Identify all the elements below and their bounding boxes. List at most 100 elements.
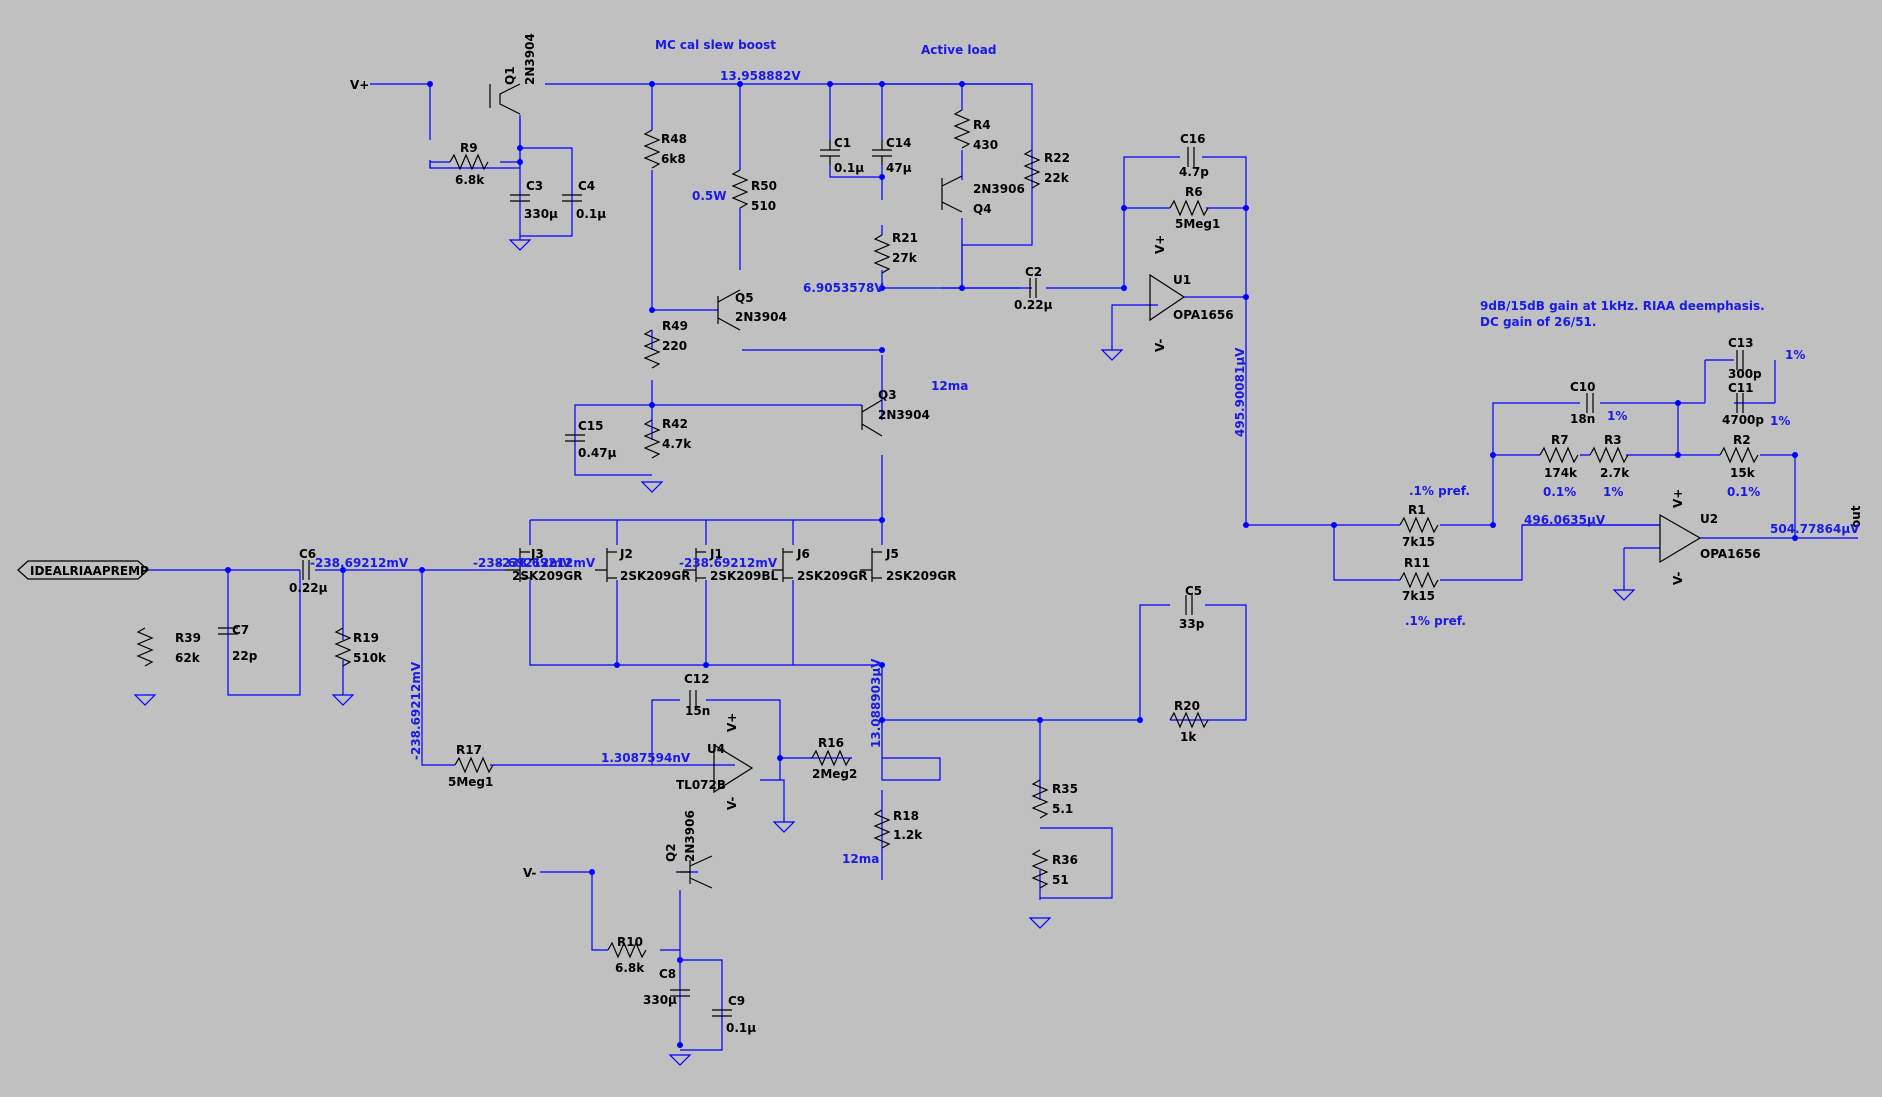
c3-ref: C3	[526, 179, 543, 193]
u1-vplus-label: V+	[1153, 235, 1167, 254]
c9-value: 0.1µ	[726, 1021, 756, 1035]
note-pct-r3: 1%	[1603, 485, 1623, 499]
r1-ref: R1	[1408, 503, 1426, 517]
c16-ref: C16	[1180, 132, 1206, 146]
r6-value: 5Meg1	[1175, 217, 1220, 231]
q5-ref: Q5	[735, 291, 754, 305]
transistor-q5	[717, 289, 741, 331]
r39-value: 62k	[175, 651, 201, 665]
r16-value: 2Meg2	[812, 767, 857, 781]
note-q2-current: 12ma	[842, 852, 879, 866]
jfet-j1	[683, 548, 706, 582]
r36-value: 51	[1052, 873, 1069, 887]
u4-ref: U4	[707, 742, 725, 756]
r19-ref: R19	[353, 631, 379, 645]
r18-ref: R18	[893, 809, 919, 823]
component-labels: Q1 2N3904 Q2 2N3906 Q3 2N3904 2N3906 Q4 …	[175, 33, 1764, 1035]
r10-value: 6.8k	[615, 961, 645, 975]
capacitor-c6	[302, 560, 310, 580]
c13-value: 300p	[1728, 367, 1762, 381]
resistor-r9	[449, 153, 489, 171]
transistors	[489, 83, 963, 889]
ground-icon	[1100, 349, 1124, 361]
u1-value: OPA1656	[1173, 308, 1234, 322]
resistor-r6	[1169, 199, 1209, 217]
voltage-u2-in: 496.0635µV	[1524, 513, 1606, 527]
r35-value: 5.1	[1052, 802, 1073, 816]
output-port-label: out	[1849, 505, 1863, 528]
r7-value: 174k	[1544, 466, 1578, 480]
c12-ref: C12	[684, 672, 710, 686]
voltage-u1-out: 495.90081µV	[1233, 347, 1247, 437]
r18-value: 1.2k	[893, 828, 923, 842]
capacitor-c5	[1185, 595, 1193, 615]
r4-ref: R4	[973, 118, 991, 132]
r4-value: 430	[973, 138, 998, 152]
resistor-r20	[1169, 711, 1209, 729]
c15-value: 0.47µ	[578, 446, 617, 460]
resistor-r3	[1589, 446, 1629, 464]
jfet-j5	[860, 548, 882, 582]
q1-ref: Q1	[503, 66, 517, 85]
c15-ref: C15	[578, 419, 604, 433]
note-pct-c13: 1%	[1785, 348, 1805, 362]
jfet-j6	[772, 548, 793, 582]
ground-symbols	[133, 239, 1636, 1066]
c7-ref: C7	[232, 623, 249, 637]
c11-value: 4700p	[1722, 413, 1764, 427]
note-r50-power: 0.5W	[692, 189, 727, 203]
capacitor-c1	[820, 140, 840, 165]
r42-value: 4.7k	[662, 437, 692, 451]
resistor-r2	[1719, 446, 1759, 464]
u4-vminus-label: V-	[725, 797, 739, 810]
c4-ref: C4	[578, 179, 595, 193]
r9-ref: R9	[460, 141, 478, 155]
note-q3-current: 12ma	[931, 379, 968, 393]
ground-icon	[133, 694, 157, 706]
resistor-r49	[643, 329, 661, 369]
r20-ref: R20	[1174, 699, 1200, 713]
r35-ref: R35	[1052, 782, 1078, 796]
r36-ref: R36	[1052, 853, 1078, 867]
j6-ref: J6	[796, 547, 810, 561]
r11-value: 7k15	[1402, 589, 1435, 603]
c5-value: 33p	[1179, 617, 1205, 631]
voltage-servo-in: -238.69212mV	[409, 661, 423, 760]
r2-value: 15k	[1730, 466, 1756, 480]
ground-icon	[772, 821, 796, 833]
c10-value: 18n	[1570, 412, 1595, 426]
u1-ref: U1	[1173, 273, 1191, 287]
r48-ref: R48	[661, 132, 687, 146]
u2-vplus-label: V+	[1671, 489, 1685, 508]
r22-value: 22k	[1044, 171, 1070, 185]
jfets	[505, 548, 882, 582]
note-slew-boost: MC cal slew boost	[655, 38, 776, 52]
c12-value: 15n	[685, 704, 710, 718]
resistors	[136, 109, 1759, 959]
ground-icon	[1028, 917, 1052, 929]
resistor-r21	[873, 234, 891, 274]
c14-value: 47µ	[886, 161, 912, 175]
transistor-q1	[489, 83, 521, 115]
capacitor-c7	[218, 627, 238, 635]
c6-value: 0.22µ	[289, 581, 328, 595]
vplus-net-label: V+	[350, 78, 369, 92]
resistor-r19	[334, 627, 352, 667]
opamps	[713, 273, 1702, 794]
note-pct-r7: 0.1%	[1543, 485, 1576, 499]
c8-value: 330µ	[643, 993, 677, 1007]
voltage-source-node: 13.088903µV	[869, 658, 883, 748]
jfet-j2	[595, 548, 617, 582]
voltage-gate-j3: -238.69212mV	[473, 556, 572, 570]
r1-value: 7k15	[1402, 535, 1435, 549]
capacitor-c8	[670, 989, 690, 997]
resistor-r39	[136, 627, 154, 667]
r10-ref: R10	[617, 935, 643, 949]
ground-icon	[668, 1054, 692, 1066]
ground-icon	[508, 239, 532, 251]
voltage-rail: 13.958882V	[720, 69, 801, 83]
r11-ref: R11	[1404, 556, 1430, 570]
voltage-gate-node: -238.69212mV	[310, 556, 409, 570]
resistor-r35	[1031, 779, 1049, 819]
ground-icon	[640, 481, 664, 493]
